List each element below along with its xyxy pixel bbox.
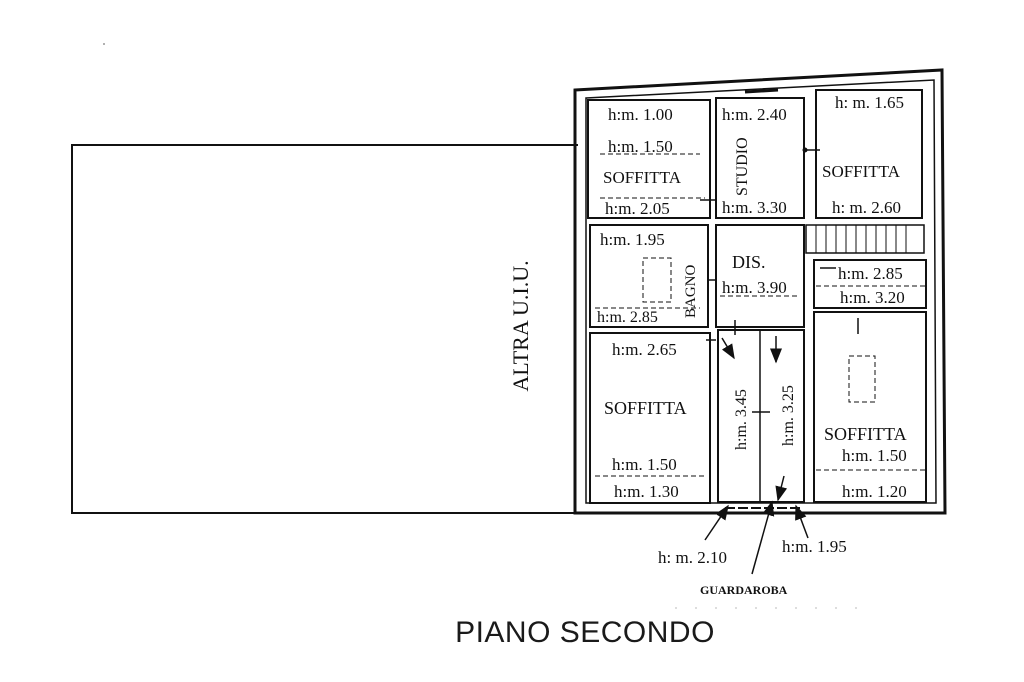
floor-title: PIANO SECONDO: [455, 616, 715, 649]
callout-arrow: [751, 500, 775, 575]
stair-treads: [815, 225, 907, 253]
height-label: h:m. 1.30: [614, 482, 679, 501]
height-label: h:m. 1.50: [842, 446, 907, 465]
height-label: h:m. 1.20: [842, 482, 907, 501]
apartment-outer-wall: [573, 68, 947, 515]
room-studio: [715, 97, 805, 219]
height-label: h:m. 1.95: [600, 230, 665, 249]
apartment-inner-wall: [585, 79, 937, 504]
room-soffitta-ne: [815, 89, 923, 219]
neighbor-unit-label: ALTRA U.I.U.: [508, 260, 533, 391]
height-label: h:m. 1.50: [608, 137, 673, 156]
room-label: SOFFITTA: [603, 168, 682, 187]
room-disimpegno: [715, 224, 805, 328]
height-label: h:m. 2.40: [722, 105, 787, 124]
room-soffitta-sw: [589, 332, 711, 504]
height-label: h:m. 2.85: [597, 309, 658, 326]
height-label: h:m. 2.65: [612, 340, 677, 359]
height-label: h:m. 2.05: [605, 199, 670, 218]
room-guardaroba: [717, 329, 805, 503]
skylight: [848, 355, 876, 403]
room-label: SOFFITTA: [822, 162, 901, 181]
staircase: [805, 224, 925, 254]
room-label: STUDIO: [734, 137, 751, 196]
room-soffitta-se: [813, 311, 927, 503]
height-label: h:m. 1.00: [608, 105, 673, 124]
height-label: h:m. 3.45: [733, 389, 750, 450]
room-label: SOFFITTA: [824, 424, 907, 444]
callout-label: h: m. 2.10: [658, 548, 727, 567]
callout-label-guardaroba: GUARDAROBA: [700, 583, 788, 597]
callout-arrow: [795, 504, 809, 539]
room-east-strip: [813, 259, 927, 309]
callout-arrow: [704, 504, 729, 541]
slope-arrow: [775, 475, 788, 502]
height-label: h: m. 1.65: [835, 93, 904, 112]
slope-arrow: [721, 337, 735, 360]
height-label: h:m. 1.50: [612, 455, 677, 474]
height-label: h:m. 2.85: [838, 264, 903, 283]
callout-label: h:m. 1.95: [782, 537, 847, 556]
skylight: [642, 257, 672, 303]
height-label: h:m. 3.90: [722, 278, 787, 297]
room-soffitta-nw: [587, 99, 711, 219]
room-bagno: [589, 224, 709, 328]
height-label: h:m. 3.20: [840, 288, 905, 307]
wall-mark: [744, 88, 779, 94]
height-label: h:m. 3.30: [722, 198, 787, 217]
room-label: BAGNO: [683, 264, 699, 318]
neighbor-unit-outline: [71, 144, 578, 514]
scan-speck: [103, 43, 105, 45]
room-label: SOFFITTA: [604, 398, 687, 418]
height-label: h:m. 3.25: [780, 385, 797, 446]
height-label: h: m. 2.60: [832, 198, 901, 217]
room-label: DIS.: [732, 252, 766, 272]
